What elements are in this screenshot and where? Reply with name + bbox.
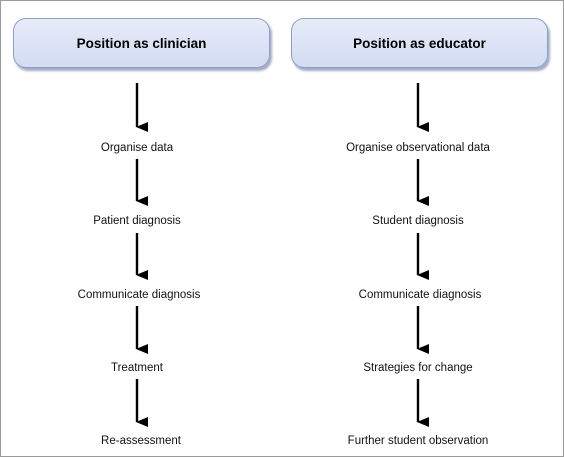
educator-step-4: Strategies for change [363, 362, 473, 374]
educator-step-5: Further student observation [347, 435, 489, 447]
clinician-header-box: Position as clinician [13, 18, 270, 68]
educator-step-2: Student diagnosis [372, 215, 464, 227]
clinician-header-label: Position as clinician [76, 35, 207, 51]
educator-header-label: Position as educator [353, 35, 486, 51]
educator-step-1: Organise observational data [346, 142, 490, 154]
clinician-step-3: Communicate diagnosis [77, 289, 201, 301]
clinician-step-1: Organise data [100, 142, 174, 154]
educator-step-3: Communicate diagnosis [358, 289, 482, 301]
educator-header-box: Position as educator [291, 18, 548, 68]
clinician-step-4: Treatment [111, 362, 163, 374]
clinician-step-5: Re-assessment [101, 435, 181, 447]
clinician-step-2: Patient diagnosis [93, 215, 181, 227]
